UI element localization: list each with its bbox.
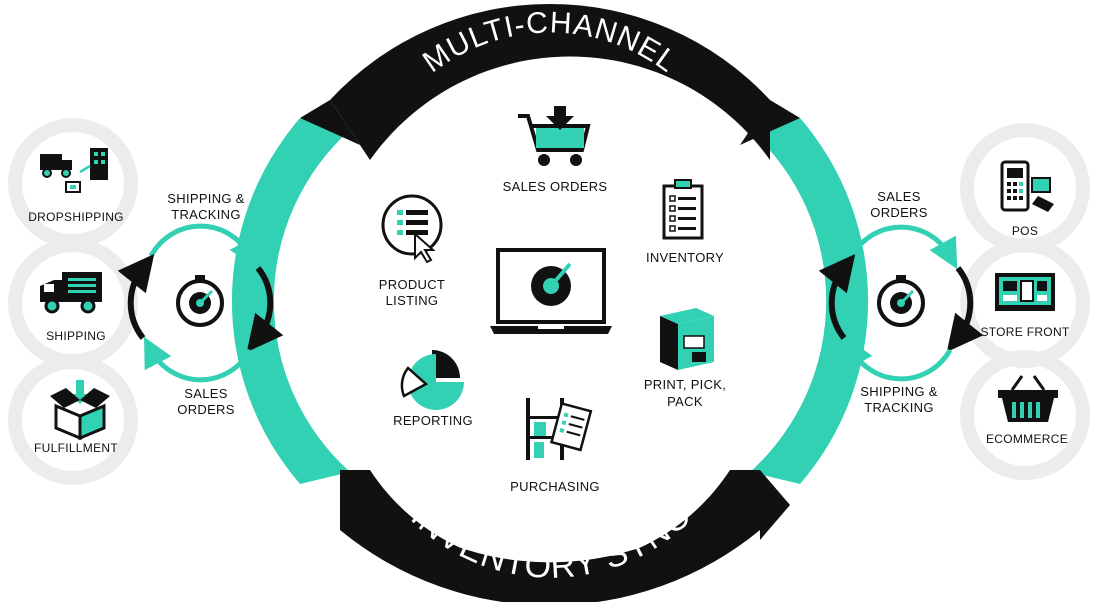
- shelf-invoice-icon: [526, 398, 593, 460]
- clipboard-checklist-icon: [662, 179, 704, 240]
- top-banner-tail: [300, 100, 360, 145]
- left-sync-cycle: [117, 223, 284, 383]
- open-box-icon: [50, 380, 110, 441]
- shopping-basket-icon: [998, 375, 1058, 422]
- left-track-ring-3: [8, 355, 138, 485]
- top-banner-shape: [330, 3, 770, 160]
- right-label-top-line2: ORDERS: [870, 205, 927, 220]
- center-label-inventory: INVENTORY: [646, 250, 724, 265]
- top-banner-tip: [740, 100, 800, 145]
- left-item-label-shipping: SHIPPING: [46, 329, 106, 343]
- shopping-cart-icon: [518, 106, 591, 166]
- right-track-ring-3: [960, 350, 1090, 480]
- center-label-print-pick-pack-line1: PRINT, PICK,: [644, 377, 726, 392]
- bottom-banner-tip: [760, 470, 790, 540]
- left-label-top-line2: TRACKING: [171, 207, 241, 222]
- right-item-label-pos: POS: [1012, 224, 1038, 238]
- left-label-top-line1: SHIPPING &: [167, 191, 244, 206]
- center-label-product-listing-line1: PRODUCT: [379, 277, 445, 292]
- package-box-icon: [660, 308, 714, 370]
- center-label-purchasing: PURCHASING: [510, 479, 600, 494]
- left-label-bottom-line2: ORDERS: [177, 402, 234, 417]
- product-list-icon: [381, 194, 443, 264]
- teal-left-arc: [231, 118, 350, 484]
- right-label-bottom-line2: TRACKING: [864, 400, 934, 415]
- center-label-reporting: REPORTING: [393, 413, 473, 428]
- right-stopwatch-icon: [877, 275, 925, 327]
- center-label-print-pick-pack-line2: PACK: [667, 394, 703, 409]
- left-stopwatch-icon: [176, 275, 224, 327]
- teal-right-arc: [750, 118, 869, 484]
- right-sync-cycle: [818, 224, 984, 382]
- left-track-ring-2: [8, 238, 138, 368]
- right-label-bottom-line1: SHIPPING &: [860, 384, 937, 399]
- center-label-product-listing-line2: LISTING: [386, 293, 439, 308]
- dropshipping-icon: [40, 148, 108, 193]
- right-track-group: [960, 123, 1090, 480]
- bottom-banner-inner: [340, 470, 760, 602]
- center-label-sales-orders: SALES ORDERS: [503, 179, 608, 194]
- right-item-label-store-front: STORE FRONT: [980, 325, 1069, 339]
- laptop-gauge-icon: [490, 248, 612, 334]
- left-label-bottom-line1: SALES: [184, 386, 227, 401]
- pie-chart-icon: [400, 350, 464, 410]
- pos-terminal-icon: [1000, 160, 1054, 212]
- store-front-icon: [995, 273, 1055, 311]
- left-item-label-dropshipping: DROPSHIPPING: [28, 210, 124, 224]
- right-label-top-line1: SALES: [877, 189, 920, 204]
- left-item-label-fulfillment: FULFILLMENT: [34, 441, 118, 455]
- right-item-label-ecommerce: ECOMMERCE: [986, 432, 1068, 446]
- delivery-truck-icon: [40, 272, 102, 314]
